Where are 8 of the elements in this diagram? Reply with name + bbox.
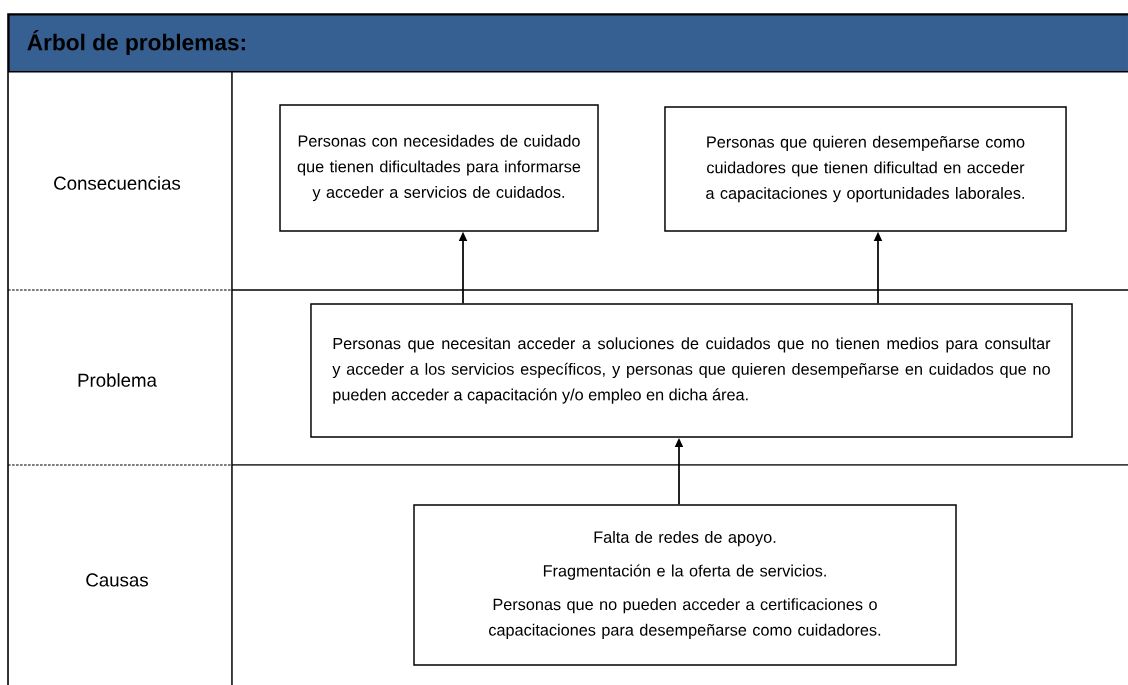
row-label: Consecuencias: [54, 176, 181, 190]
text-box: Personas con necesidades de cuidado que tienen dificultades para informarse y acceder a servicios de cuidados.: [279, 104, 599, 232]
row-label: Causas: [86, 573, 148, 587]
text-box: Personas que quieren desempeñarse como cuidadores que tienen dificultad en acceder a capacitaciones y oportunidades laborales.: [664, 106, 1067, 232]
row-label: Problema: [78, 373, 157, 387]
text-box: Personas que necesitan acceder a soluciones de cuidados que no tienen medios para consultar y acceder a los servicios específicos, y personas que quieren desempeñarse en cuidados que no pueden acceder a capacitación y/o empleo en dicha área.: [310, 303, 1073, 438]
table-title: Árbol de problemas:: [27, 30, 245, 55]
text-box: Falta de redes de apoyo. Fragmentación e la oferta de servicios. Personas que no pueden acceder a certificaciones o capacitaciones para desempeñarse como cuidadores.: [413, 504, 957, 666]
